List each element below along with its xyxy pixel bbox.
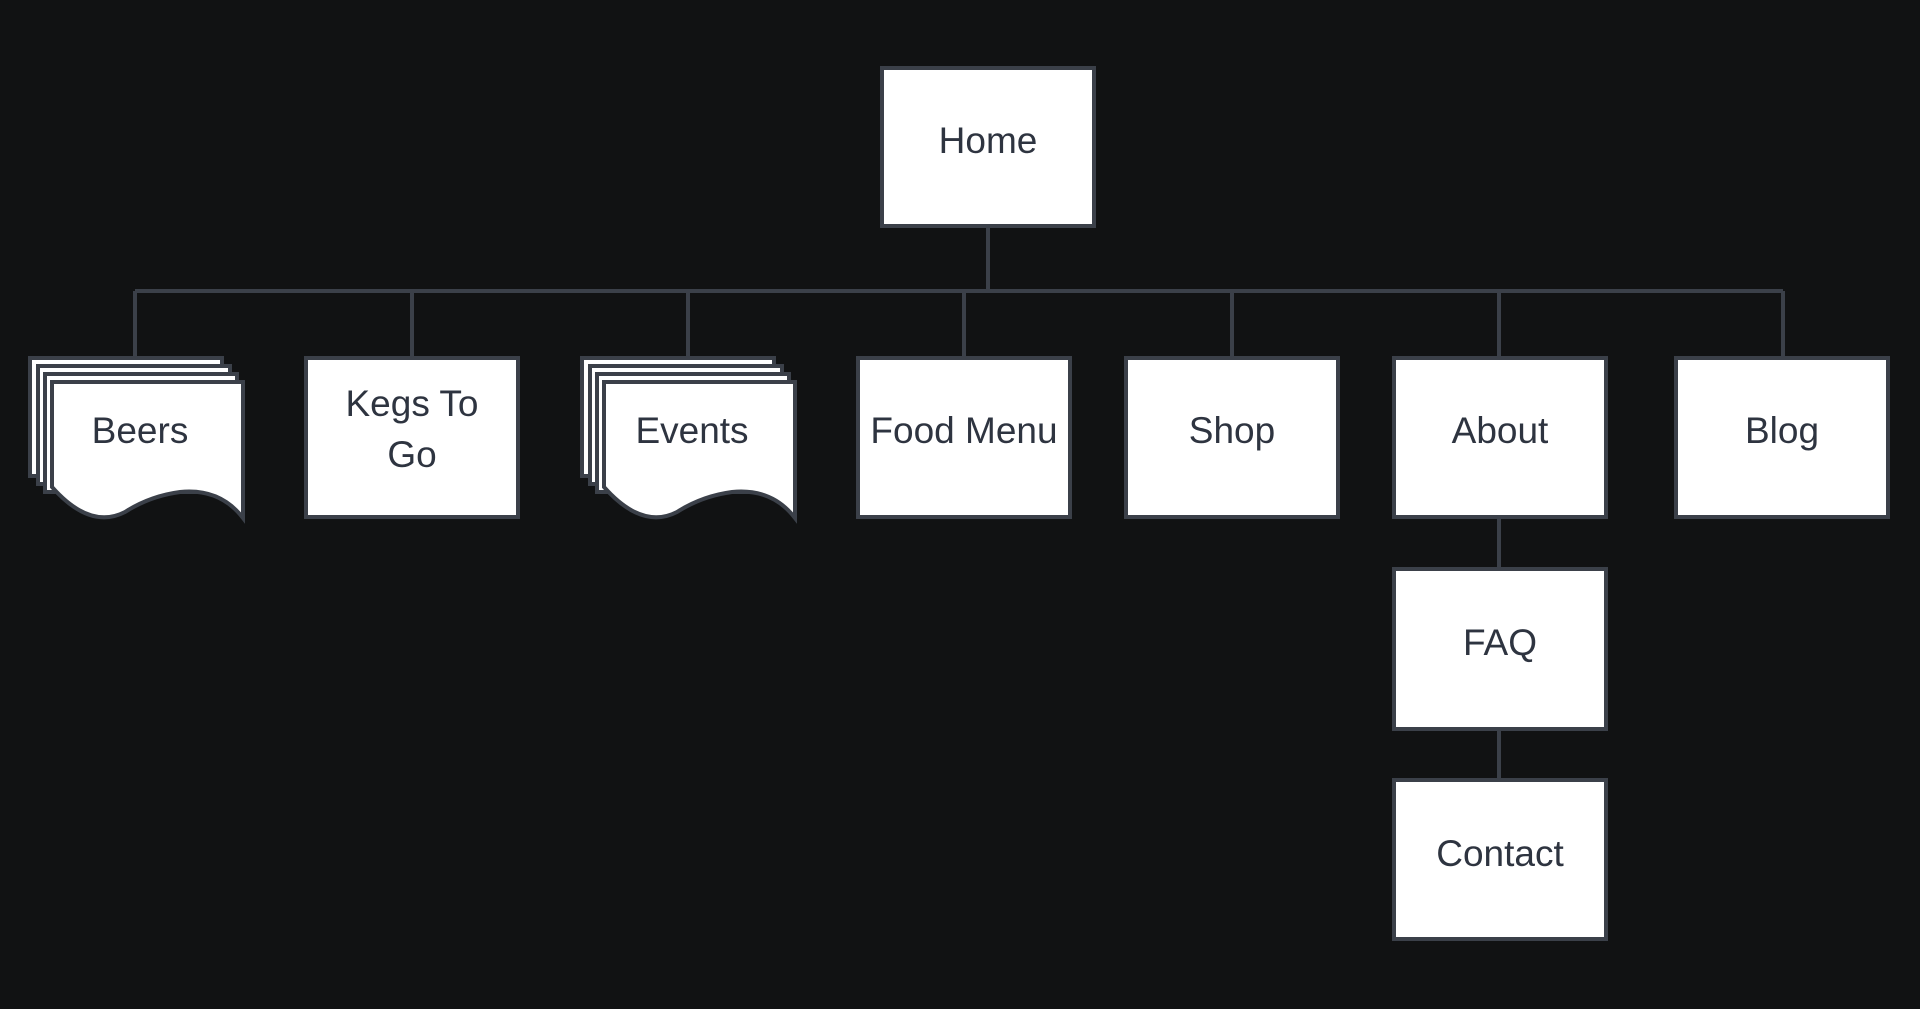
node-home-label: Home bbox=[939, 120, 1038, 161]
node-kegs-box bbox=[304, 356, 520, 519]
node-events-page-front bbox=[602, 380, 797, 524]
node-food-menu-label: Food Menu bbox=[870, 410, 1057, 451]
node-home[interactable]: Home bbox=[880, 66, 1096, 228]
node-shop[interactable]: Shop bbox=[1124, 356, 1340, 519]
node-events-label: Events bbox=[635, 410, 748, 451]
node-kegs-to-go[interactable]: Kegs To Go bbox=[304, 356, 520, 519]
node-about-box bbox=[1392, 356, 1608, 519]
node-blog-box bbox=[1674, 356, 1890, 519]
node-kegs-label-line1: Kegs To bbox=[345, 383, 478, 424]
node-about[interactable]: About bbox=[1392, 356, 1608, 519]
node-contact-box bbox=[1392, 778, 1608, 941]
node-shop-label: Shop bbox=[1189, 410, 1275, 451]
node-events[interactable]: Events bbox=[580, 356, 797, 524]
node-shop-box bbox=[1124, 356, 1340, 519]
node-about-label: About bbox=[1452, 410, 1549, 451]
node-faq-box bbox=[1392, 567, 1608, 731]
node-blog-label: Blog bbox=[1745, 410, 1819, 451]
node-contact-label: Contact bbox=[1436, 833, 1564, 874]
node-contact[interactable]: Contact bbox=[1392, 778, 1608, 941]
node-kegs-label-line2: Go bbox=[387, 434, 436, 475]
node-beers[interactable]: Beers bbox=[28, 356, 245, 524]
node-faq[interactable]: FAQ bbox=[1392, 567, 1608, 731]
node-faq-label: FAQ bbox=[1463, 622, 1537, 663]
node-beers-page-front bbox=[50, 380, 245, 524]
node-food-menu[interactable]: Food Menu bbox=[856, 356, 1072, 519]
node-home-box bbox=[880, 66, 1096, 228]
connectors bbox=[133, 226, 1785, 780]
node-food-menu-box bbox=[856, 356, 1072, 519]
node-beers-label: Beers bbox=[92, 410, 189, 451]
node-blog[interactable]: Blog bbox=[1674, 356, 1890, 519]
